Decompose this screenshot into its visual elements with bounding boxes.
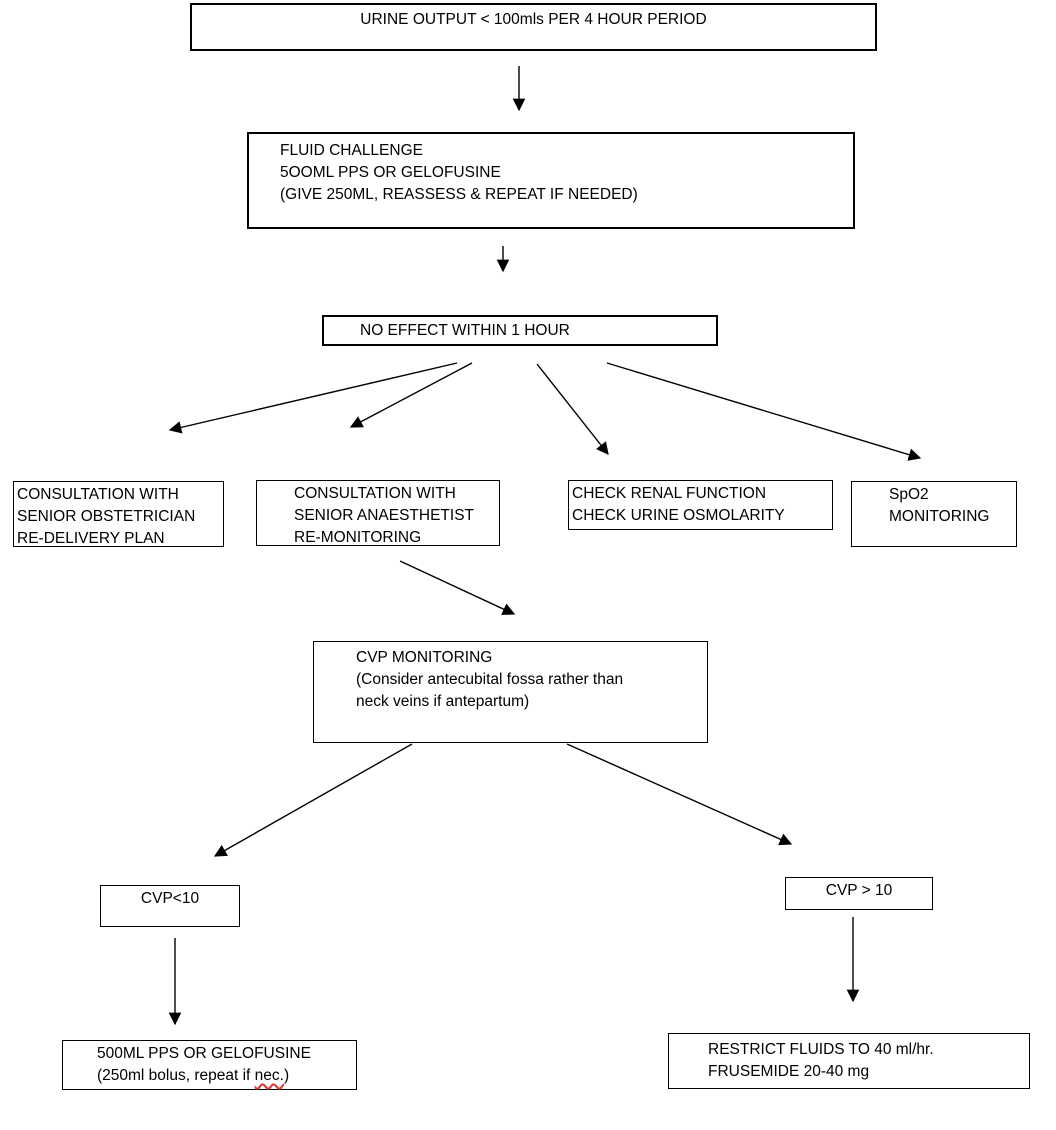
node-text: FRUSEMIDE 20-40 mg [708, 1063, 870, 1080]
bolus-line-suffix: ) [283, 1067, 290, 1084]
node-text: CVP<10 [140, 890, 200, 907]
node-text: (Consider antecubital fossa rather than [356, 671, 624, 688]
node-fluid-bolus: 500ML PPS OR GELOFUSINE (250ml bolus, re… [62, 1040, 357, 1090]
node-text: SENIOR ANAESTHETIST [294, 507, 475, 524]
arrow-cvpmonitoring-to-cvphigh [566, 743, 793, 846]
arrow-noeffect-to-anaesthetist [349, 362, 473, 428]
node-consult-obstetrician: CONSULTATION WITH SENIOR OBSTETRICIAN RE… [13, 481, 224, 547]
node-text: 5OOML PPS OR GELOFUSINE [280, 164, 501, 181]
node-no-effect: NO EFFECT WITHIN 1 HOUR [322, 315, 718, 346]
node-consult-anaesthetist: CONSULTATION WITH SENIOR ANAESTHETIST RE… [256, 480, 500, 546]
arrow-noeffect-to-renal [536, 363, 609, 455]
node-text: (250ml bolus, repeat if nec.) [97, 1065, 356, 1087]
node-cvp-monitoring: CVP MONITORING (Consider antecubital fos… [313, 641, 708, 743]
node-text: URINE OUTPUT < 100mls PER 4 HOUR PERIOD [360, 11, 707, 28]
node-text: CVP > 10 [825, 882, 893, 899]
arrow-noeffect-to-spo2 [606, 362, 922, 461]
node-text: RESTRICT FLUIDS TO 40 ml/hr. [708, 1041, 934, 1058]
node-spo2-monitoring: SpO2 MONITORING [851, 481, 1017, 547]
node-text: SpO2 [889, 486, 929, 503]
arrow-cvpmonitoring-to-cvplow [213, 743, 413, 857]
arrow-anaesthetist-to-cvpmonitoring [399, 560, 516, 615]
bolus-line-prefix: (250ml bolus, repeat if [97, 1067, 255, 1084]
node-check-renal: CHECK RENAL FUNCTION CHECK URINE OSMOLAR… [568, 480, 833, 530]
node-cvp-high: CVP > 10 [785, 877, 933, 910]
node-text: RE-DELIVERY PLAN [17, 530, 165, 547]
node-text: CHECK URINE OSMOLARITY [572, 507, 785, 524]
arrow-noeffect-to-obstetrician [168, 362, 458, 434]
node-text: (GIVE 250ML, REASSESS & REPEAT IF NEEDED… [280, 186, 638, 203]
node-text: FLUID CHALLENGE [280, 142, 423, 159]
node-urine-output: URINE OUTPUT < 100mls PER 4 HOUR PERIOD [190, 3, 877, 51]
node-text: CVP MONITORING [356, 649, 493, 666]
node-text: CONSULTATION WITH [294, 485, 456, 502]
node-text: CHECK RENAL FUNCTION [572, 485, 767, 502]
node-text: RE-MONITORING [294, 529, 422, 546]
node-cvp-low: CVP<10 [100, 885, 240, 927]
node-text: neck veins if antepartum) [356, 693, 530, 710]
node-text: MONITORING [889, 508, 990, 525]
spellcheck-flagged-word: nec. [254, 1067, 284, 1084]
node-text: CONSULTATION WITH [17, 486, 179, 503]
node-text: 500ML PPS OR GELOFUSINE [97, 1045, 311, 1062]
node-restrict-fluids: RESTRICT FLUIDS TO 40 ml/hr. FRUSEMIDE 2… [668, 1033, 1030, 1089]
node-text: SENIOR OBSTETRICIAN [17, 508, 196, 525]
node-text: NO EFFECT WITHIN 1 HOUR [360, 322, 570, 339]
node-fluid-challenge: FLUID CHALLENGE 5OOML PPS OR GELOFUSINE … [247, 132, 855, 229]
